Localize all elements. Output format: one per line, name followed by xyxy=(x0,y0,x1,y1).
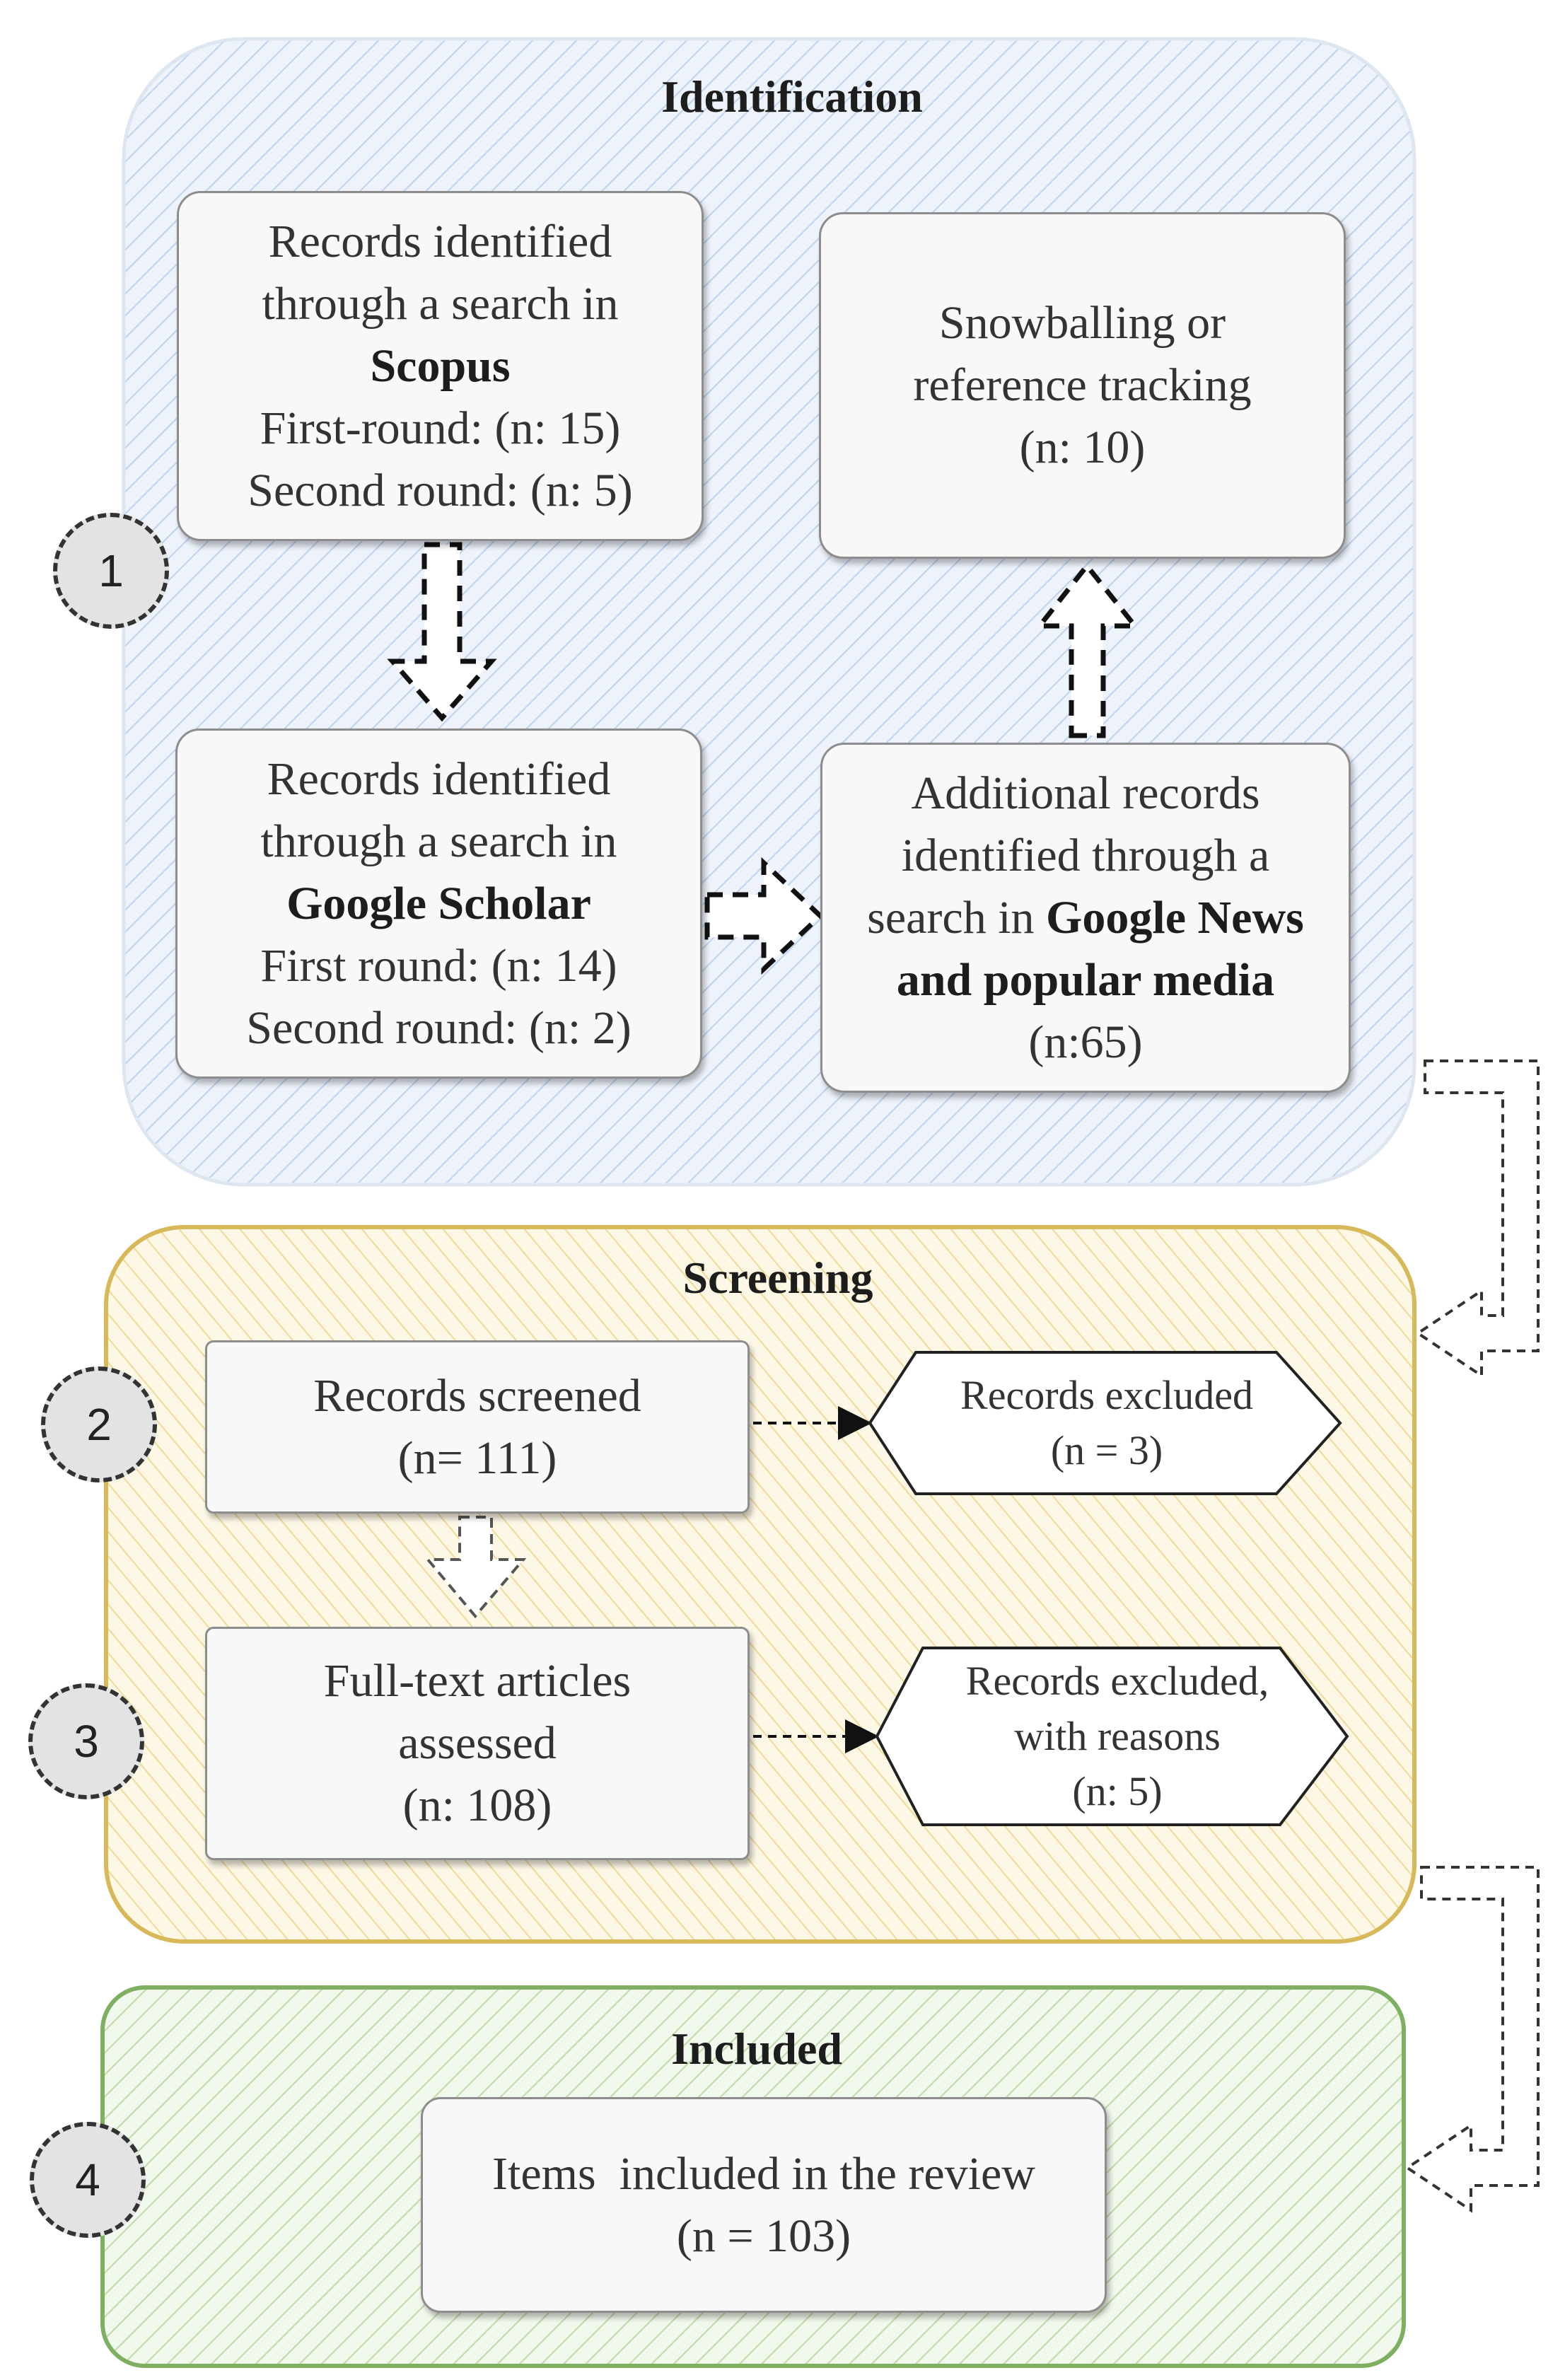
snowballing-box: Snowballing or reference tracking (n: 10… xyxy=(819,212,1346,559)
scholar-records-box: Records identified through a search in G… xyxy=(175,728,702,1079)
arrow-screened-to-fulltext xyxy=(424,1516,527,1619)
step-marker-2: 2 xyxy=(41,1366,157,1482)
connector-screening-to-included xyxy=(1404,1866,1540,2213)
screened-line1: Records screened xyxy=(313,1369,641,1422)
step-marker-1: 1 xyxy=(53,513,169,629)
scholar-first-round: First round: (n: 14) xyxy=(260,939,617,992)
scopus-source: Scopus xyxy=(370,339,511,392)
news-records-box: Additional records identified through a … xyxy=(820,743,1351,1093)
scopus-records-box: Records identified through a search in S… xyxy=(177,191,704,541)
excluded-label-2: Records excluded, with reasons (n: 5) xyxy=(898,1648,1337,1825)
excluded-hexagon-2 xyxy=(875,1647,1349,1826)
snowball-line1: Snowballing or xyxy=(938,297,1226,349)
excluded-label-1: Records excluded (n = 3) xyxy=(891,1352,1322,1494)
fulltext-line1: Full-text articles xyxy=(323,1655,632,1707)
excluded-hexagon-1 xyxy=(868,1351,1342,1495)
news-line3: search in Google News xyxy=(867,891,1304,944)
scopus-second-round: Second round: (n: 5) xyxy=(248,464,633,516)
news-line1: Additional records xyxy=(911,767,1260,819)
scholar-line1: Records identified xyxy=(267,753,611,805)
fulltext-line2: assessed xyxy=(398,1717,557,1769)
scopus-line1: Records identified xyxy=(268,215,612,267)
news-count: (n:65) xyxy=(1028,1016,1143,1068)
scholar-line2: through a search in xyxy=(260,815,617,867)
excluded1-count: (n = 3) xyxy=(1050,1427,1163,1473)
items-included-box: Items included in the review (n = 103) xyxy=(421,2097,1107,2313)
fulltext-assessed-box: Full-text articles assessed (n: 108) xyxy=(205,1627,750,1860)
scopus-first-round: First-round: (n: 15) xyxy=(260,402,621,454)
section-title-screening: Screening xyxy=(682,1253,873,1303)
arrow-news-to-snowball xyxy=(1034,562,1141,738)
records-screened-box: Records screened (n= 111) xyxy=(205,1340,750,1514)
excluded2-line1: Records excluded, xyxy=(965,1658,1269,1704)
included-count: (n = 103) xyxy=(676,2210,851,2262)
excluded2-line2: with reasons xyxy=(1014,1713,1221,1759)
screened-count: (n= 111) xyxy=(397,1432,557,1484)
section-title-included: Included xyxy=(671,2024,842,2074)
scopus-line2: through a search in xyxy=(262,277,619,330)
fulltext-count: (n: 108) xyxy=(402,1780,552,1831)
excluded2-count: (n: 5) xyxy=(1072,1768,1163,1814)
news-line4: and popular media xyxy=(896,953,1275,1006)
scholar-second-round: Second round: (n: 2) xyxy=(246,1002,632,1054)
arrow-scholar-to-news xyxy=(704,857,825,975)
snowball-line2: reference tracking xyxy=(913,359,1252,411)
step-marker-4: 4 xyxy=(30,2122,146,2238)
snowball-count: (n: 10) xyxy=(1019,422,1146,473)
step-marker-3: 3 xyxy=(28,1683,144,1799)
news-line2: identified through a xyxy=(901,829,1270,881)
arrow-scopus-to-scholar xyxy=(387,542,497,722)
included-line1: Items included in the review xyxy=(492,2147,1035,2200)
connector-identification-to-screening xyxy=(1415,1060,1540,1378)
excluded1-line1: Records excluded xyxy=(960,1372,1253,1418)
scholar-source: Google Scholar xyxy=(286,877,591,929)
section-title-identification: Identification xyxy=(661,71,923,122)
